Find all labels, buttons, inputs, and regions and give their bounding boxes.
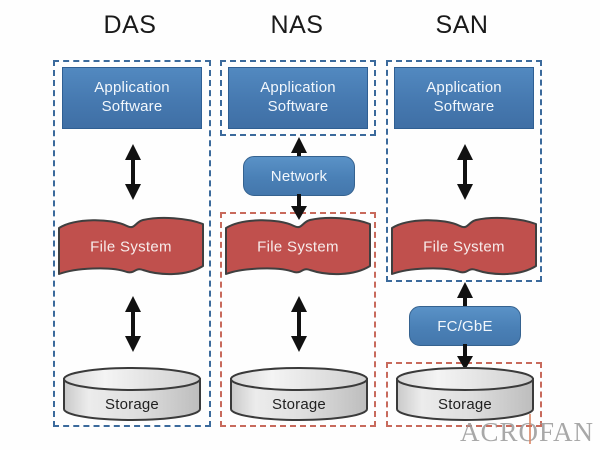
san-storage-cylinder[interactable]: Storage	[395, 366, 535, 422]
app-line-2: Software	[101, 98, 163, 115]
das-application-software-box[interactable]: Application Software	[62, 67, 202, 129]
column-title-san: SAN	[435, 11, 489, 39]
san-application-software-box[interactable]: Application Software	[394, 67, 534, 129]
san-arrow-filesystem-to-fcgbe	[453, 281, 477, 311]
san-arrow-fcgbe-to-storage	[453, 344, 477, 372]
san-arrow-app-to-filesystem	[453, 140, 477, 204]
das-arrow-app-to-filesystem	[121, 140, 145, 204]
das-boundary-box-blue	[53, 60, 211, 427]
app-line-2: Software	[433, 98, 495, 115]
app-line-1: Application	[426, 79, 502, 97]
nas-arrow-app-to-network	[287, 135, 311, 167]
nas-arrow-filesystem-to-storage	[287, 292, 311, 356]
nas-application-software-box[interactable]: Application Software	[228, 67, 368, 129]
san-boundary-box-blue	[386, 60, 542, 282]
nas-network-label: Network	[270, 167, 328, 185]
nas-storage-cylinder[interactable]: Storage	[229, 366, 369, 422]
watermark-accent-bar	[529, 414, 531, 444]
column-title-nas: NAS	[270, 11, 324, 39]
das-arrow-filesystem-to-storage	[121, 292, 145, 356]
acrofan-watermark: ACROFAN	[459, 414, 594, 448]
san-file-system-shape[interactable]: File System	[390, 216, 538, 278]
app-line-1: Application	[260, 79, 336, 97]
watermark-text: ACROFAN	[459, 417, 594, 447]
das-file-system-shape[interactable]: File System	[57, 216, 205, 278]
das-application-software-label: Application Software	[94, 79, 170, 117]
app-line-2: Software	[267, 98, 329, 115]
nas-application-software-label: Application Software	[260, 79, 336, 117]
das-storage-cylinder[interactable]: Storage	[62, 366, 202, 422]
san-application-software-label: Application Software	[426, 79, 502, 117]
san-fc-gbe-box[interactable]: FC/GbE	[409, 306, 521, 346]
nas-arrow-network-to-filesystem	[287, 194, 311, 222]
column-title-das: DAS	[103, 11, 157, 39]
san-fc-gbe-label: FC/GbE	[437, 317, 493, 335]
nas-network-box[interactable]: Network	[243, 156, 355, 196]
app-line-1: Application	[94, 79, 170, 97]
nas-file-system-shape[interactable]: File System	[224, 216, 372, 278]
nas-boundary-box-blue	[220, 60, 376, 136]
